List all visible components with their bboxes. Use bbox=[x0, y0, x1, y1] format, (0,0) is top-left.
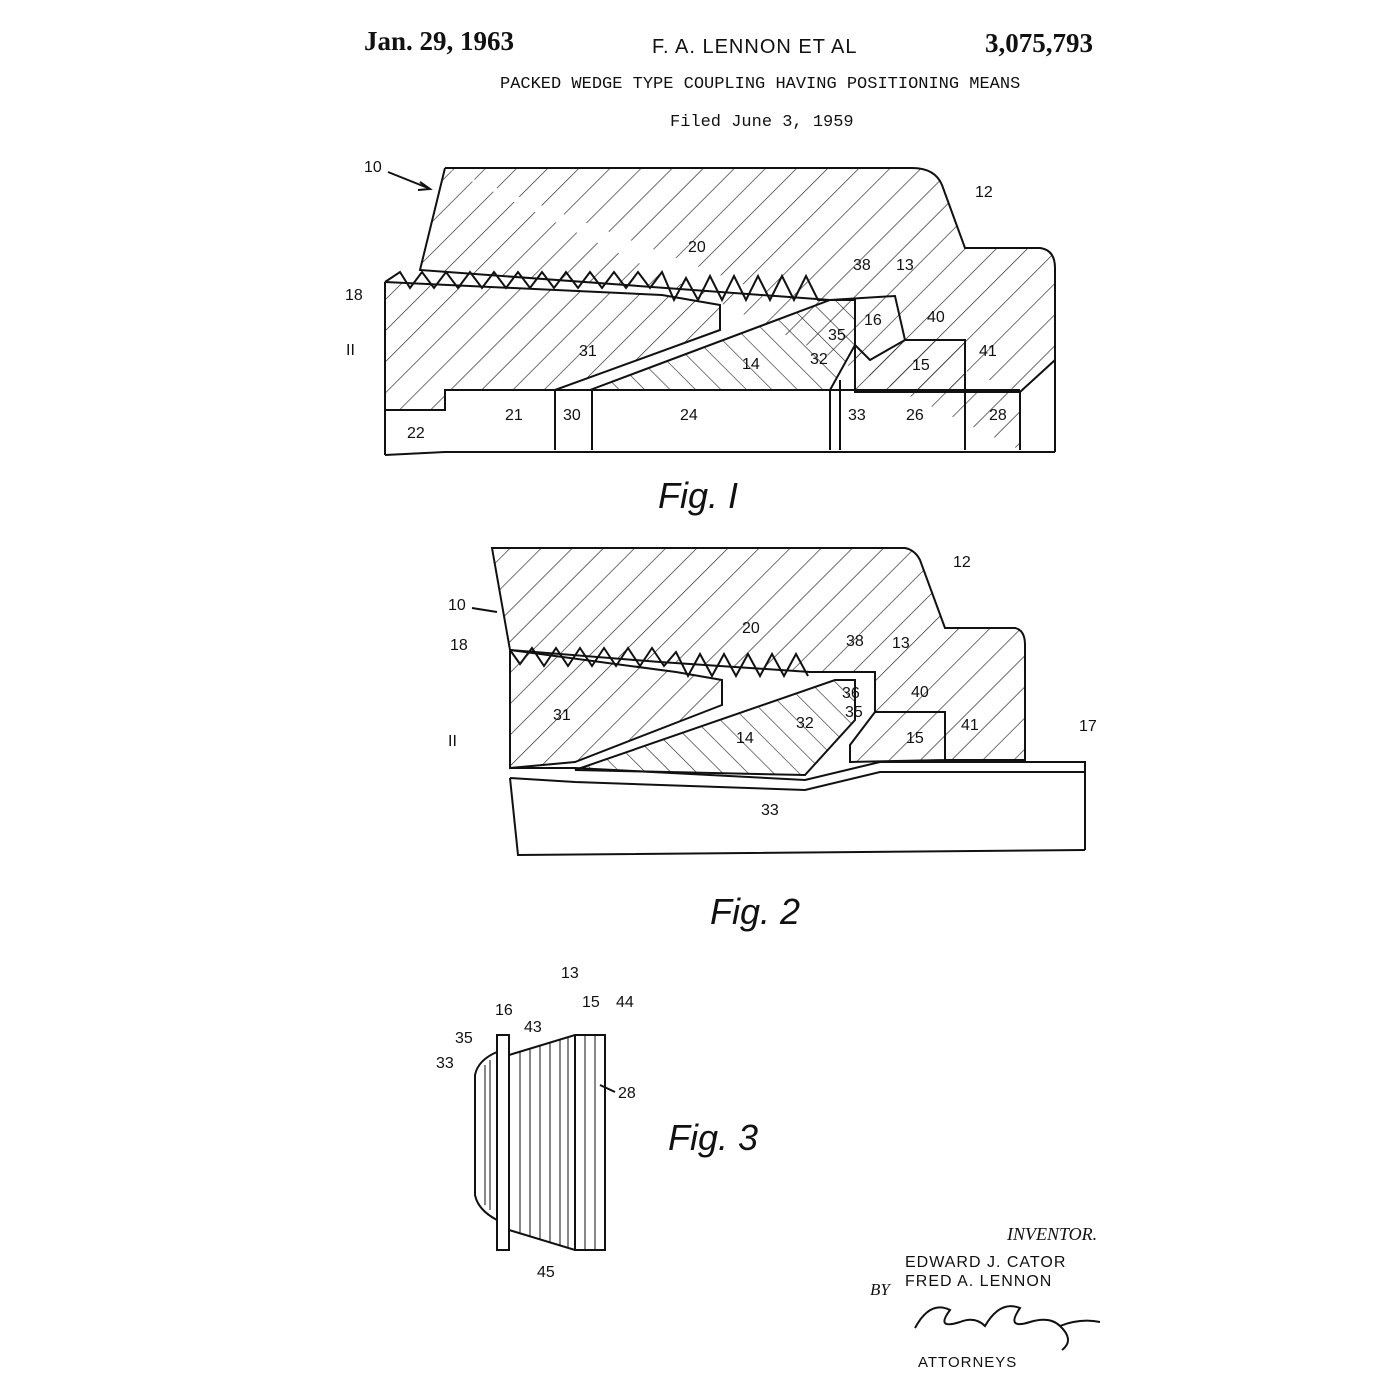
fig2-label: 10 bbox=[448, 597, 466, 614]
fig1-label: 21 bbox=[505, 407, 523, 424]
fig1-label: 20 bbox=[688, 239, 706, 256]
fig1-label: 41 bbox=[979, 343, 997, 360]
figure-1 bbox=[384, 167, 1056, 456]
fig1-label: 32 bbox=[810, 351, 828, 368]
inventor-name-2: FRED A. LENNON bbox=[905, 1273, 1053, 1290]
patent-number: 3,075,793 bbox=[985, 28, 1093, 58]
fig2-tube bbox=[509, 761, 1086, 792]
fig2-label: 17 bbox=[1079, 718, 1097, 735]
fig1-label: 26 bbox=[906, 407, 924, 424]
fig1-label: 33 bbox=[848, 407, 866, 424]
figure-3 bbox=[474, 1034, 616, 1251]
fig2-label: 14 bbox=[736, 730, 754, 747]
fig1-label: 24 bbox=[680, 407, 698, 424]
inventor-name-1: EDWARD J. CATOR bbox=[905, 1254, 1067, 1271]
fig2-wedge-14 bbox=[574, 679, 856, 777]
fig2-label: 18 bbox=[450, 637, 468, 654]
filed-date: Filed June 3, 1959 bbox=[670, 113, 854, 132]
fig2-label: 32 bbox=[796, 715, 814, 732]
fig3-label: 16 bbox=[495, 1002, 513, 1019]
fig3-label: 43 bbox=[524, 1019, 542, 1036]
fig2-label: 41 bbox=[961, 717, 979, 734]
fig3-caption: Fig. 3 bbox=[668, 1117, 758, 1158]
attorney-signature bbox=[914, 1305, 1101, 1351]
fig3-label: 33 bbox=[436, 1055, 454, 1072]
inventor-heading: INVENTOR. bbox=[1007, 1224, 1098, 1244]
attorneys-label: ATTORNEYS bbox=[918, 1354, 1018, 1371]
fig3-label: 35 bbox=[455, 1030, 473, 1047]
fig1-label: 22 bbox=[407, 425, 425, 442]
figure-2-labels: 12 10 20 38 13 18 36 40 35 31 32 41 17 I… bbox=[448, 554, 1097, 932]
fig1-packing-15 bbox=[854, 339, 966, 393]
patent-date: Jan. 29, 1963 bbox=[364, 26, 515, 56]
fig2-label: 20 bbox=[742, 620, 760, 637]
fig1-label: 38 bbox=[853, 257, 871, 274]
fig1-label: II bbox=[346, 342, 355, 359]
fig2-caption: Fig. 2 bbox=[710, 891, 800, 932]
fig3-label: 13 bbox=[561, 965, 579, 982]
fig1-label: 35 bbox=[828, 327, 846, 344]
fig1-label: 30 bbox=[563, 407, 581, 424]
fig1-label: 14 bbox=[742, 356, 760, 373]
fig1-label: 40 bbox=[927, 309, 945, 326]
fig1-label: 28 bbox=[989, 407, 1007, 424]
fig2-label: 40 bbox=[911, 684, 929, 701]
fig3-label: 28 bbox=[618, 1085, 636, 1102]
fig1-label: 15 bbox=[912, 357, 930, 374]
fig2-label: II bbox=[448, 733, 457, 750]
patent-title: PACKED WEDGE TYPE COUPLING HAVING POSITI… bbox=[500, 75, 1021, 94]
fig1-label: 13 bbox=[896, 257, 914, 274]
fig3-ring-body bbox=[474, 1050, 498, 1222]
inventor-short-names: F. A. LENNON ET AL bbox=[652, 36, 858, 58]
fig2-label: 31 bbox=[553, 707, 571, 724]
fig3-label: 44 bbox=[616, 994, 634, 1011]
fig2-label: 12 bbox=[953, 554, 971, 571]
fig2-label: 33 bbox=[761, 802, 779, 819]
fig2-label: 13 bbox=[892, 635, 910, 652]
fig1-label: 18 bbox=[345, 287, 363, 304]
fig3-label: 15 bbox=[582, 994, 600, 1011]
fig2-label: 15 bbox=[906, 730, 924, 747]
fig1-caption: Fig. I bbox=[658, 475, 738, 516]
fig2-label: 36 bbox=[842, 685, 860, 702]
fig1-label: 31 bbox=[579, 343, 597, 360]
figure-2 bbox=[471, 547, 1086, 857]
fig2-threads bbox=[509, 646, 809, 679]
by-label: BY bbox=[870, 1280, 890, 1299]
fig2-packing-15 bbox=[849, 711, 946, 764]
figure-3-labels: 13 16 15 44 35 43 33 28 45 Fig. 3 bbox=[436, 965, 758, 1281]
fig1-label: 10 bbox=[364, 159, 382, 176]
fig1-label: 16 bbox=[864, 312, 882, 329]
fig1-label: 12 bbox=[975, 184, 993, 201]
fig3-label: 45 bbox=[537, 1264, 555, 1281]
fig2-label: 38 bbox=[846, 633, 864, 650]
figure-1-labels: 10 12 20 38 13 18 16 40 II 35 31 14 32 1… bbox=[345, 159, 1007, 516]
fig2-label: 35 bbox=[845, 704, 863, 721]
